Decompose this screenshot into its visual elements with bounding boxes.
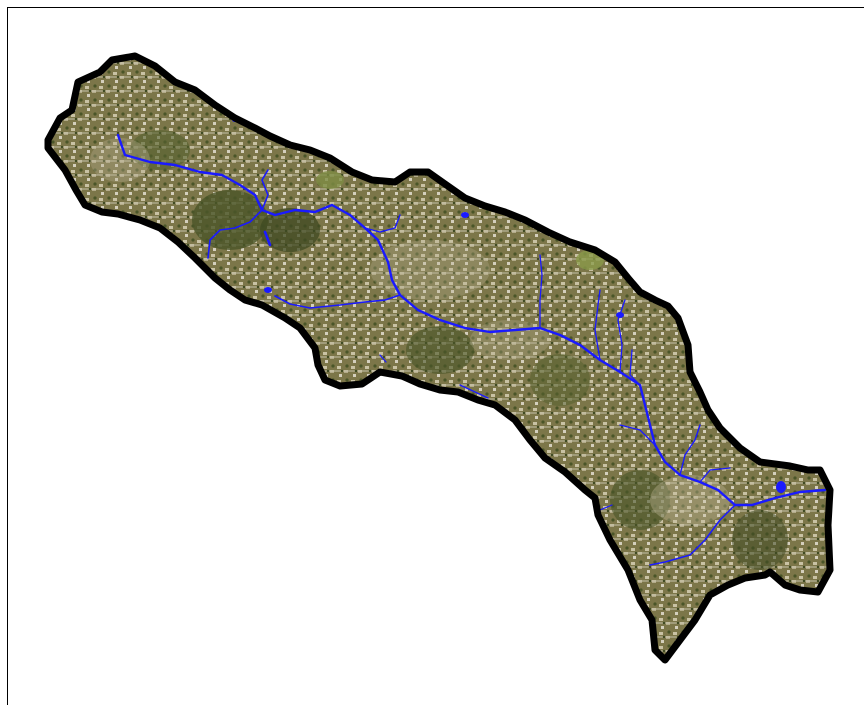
map-frame [7,7,864,705]
pond-marker [776,481,786,493]
pond-marker [461,212,469,218]
watershed-boundary [44,52,834,664]
stream-network [116,133,827,566]
pond-marker [616,312,624,318]
pond-marker [264,287,272,293]
